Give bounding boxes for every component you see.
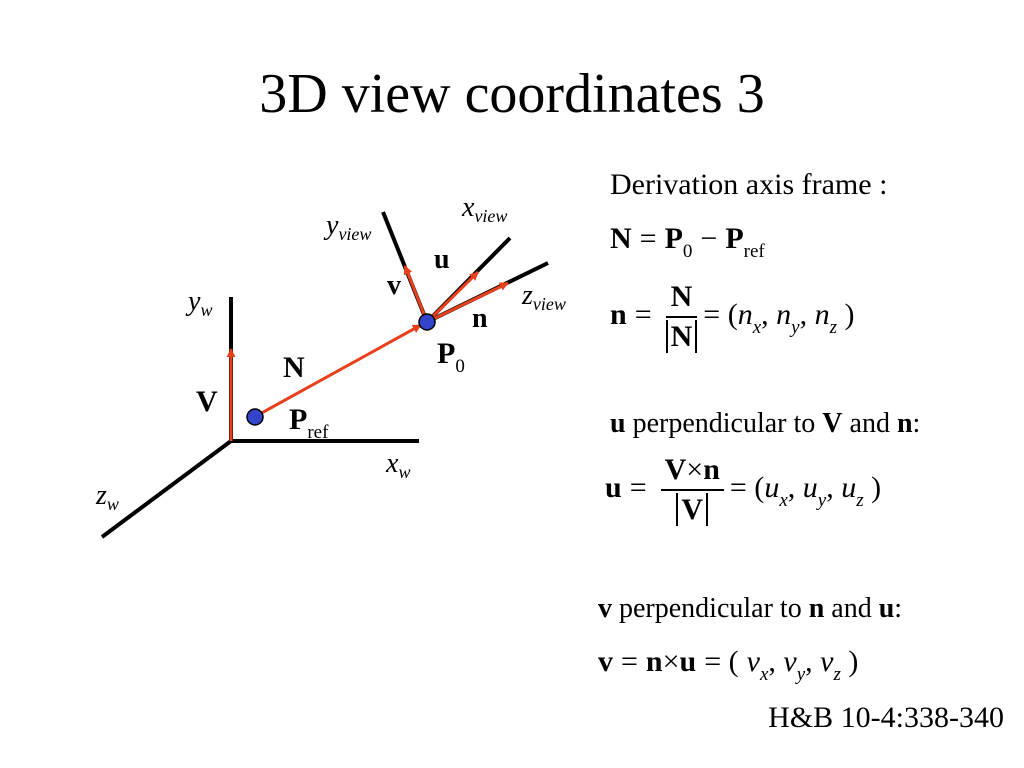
label-yview: yview (323, 210, 371, 244)
vector-v-arrow (403, 265, 429, 323)
label-xview: xview (461, 192, 507, 226)
point-pref (246, 408, 264, 426)
label-xw: xw (385, 448, 410, 482)
vector-u-arrow (425, 270, 480, 324)
label-zview: zview (521, 280, 566, 314)
vector-n-arrow (426, 281, 509, 324)
label-N: N (283, 351, 305, 384)
label-p0: P0 (437, 337, 465, 377)
equation-v: v=n×u= (vx, vy, vz ) (598, 645, 859, 685)
label-n: n (472, 303, 488, 334)
label-v: v (387, 270, 401, 301)
label-u: u (434, 244, 450, 275)
slide-title: 3D view coordinates 3 (259, 63, 765, 125)
point-p0 (418, 313, 436, 331)
label-pref: Pref (289, 403, 329, 443)
label-yw: yw (185, 286, 212, 320)
world-z-axis (100, 439, 233, 539)
u-perpendicular-statement: u perpendicular to V and n: (610, 408, 921, 439)
vector-N-arrow (257, 323, 422, 417)
equation-N: N=P0−Pref (610, 222, 765, 262)
derivation-heading: Derivation axis frame : (610, 168, 888, 201)
label-V: V (196, 385, 218, 418)
label-zw: zw (95, 480, 119, 514)
slide-footer-reference: H&B 10-4:338-340 (768, 701, 1004, 734)
v-perpendicular-statement: v perpendicular to n and u: (598, 593, 903, 624)
